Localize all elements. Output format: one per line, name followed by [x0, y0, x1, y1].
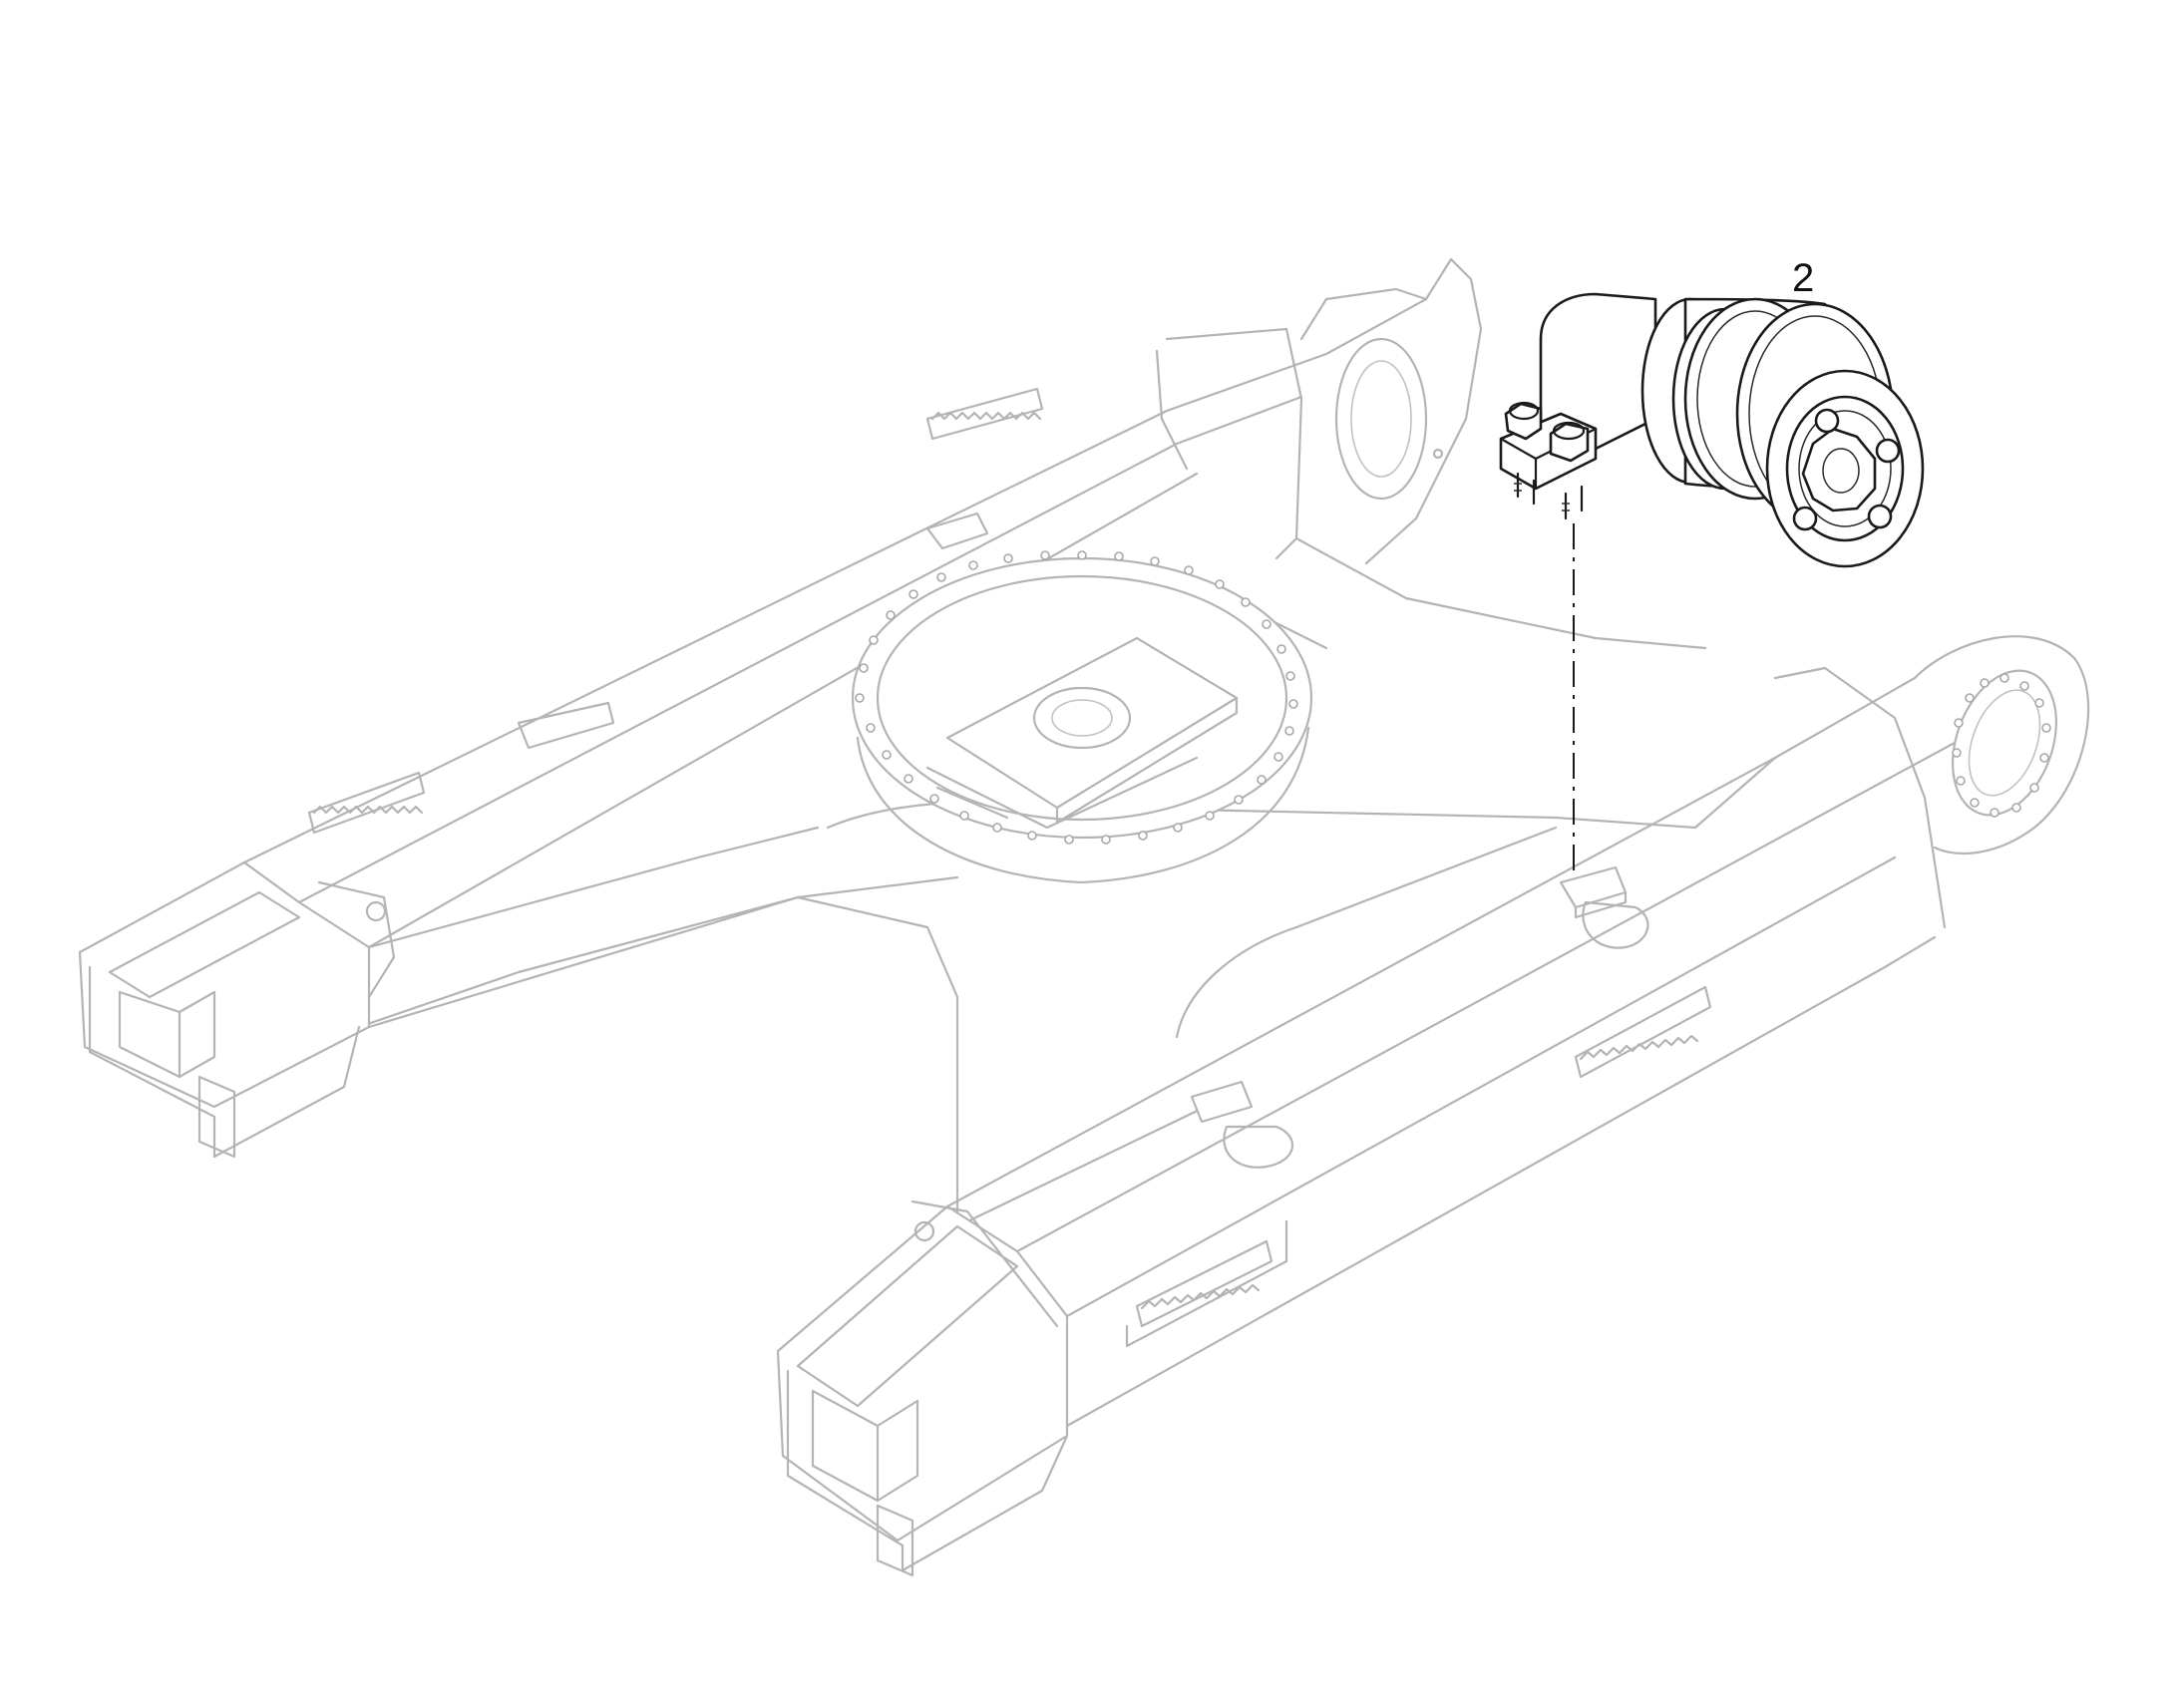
right-track-frame — [776, 635, 2090, 1577]
idler-bolts — [1952, 673, 2051, 818]
center-cross-member — [367, 536, 1707, 1228]
undercarriage-frame — [78, 257, 2090, 1577]
left-track-frame — [78, 257, 1483, 1159]
slew-ring-bolts — [855, 550, 1298, 845]
callout-label: 2 — [1792, 256, 1814, 300]
carrier-roller — [1499, 292, 1925, 568]
